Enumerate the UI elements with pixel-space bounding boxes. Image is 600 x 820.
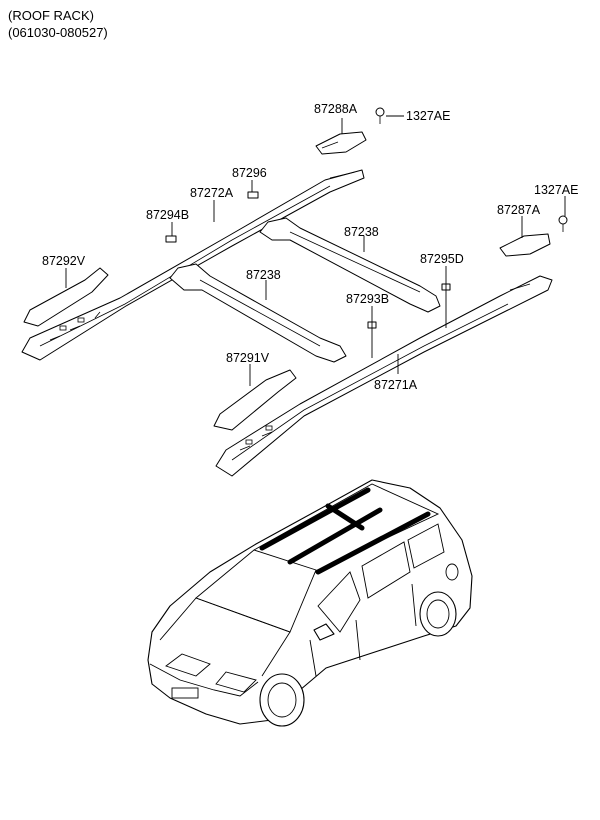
leader-lines <box>65 115 566 386</box>
crossbar-front-87238 <box>169 263 347 363</box>
label-87291v: 87291V <box>226 351 270 365</box>
front-right-cover-87291v <box>213 369 297 431</box>
car-illustration <box>147 479 473 727</box>
label-87271a: 87271A <box>374 378 418 392</box>
clip-87296 <box>247 191 259 199</box>
front-left-cover-87292v <box>23 267 109 327</box>
diagram-title: (ROOF RACK) <box>8 8 94 23</box>
label-87272a: 87272A <box>190 186 234 200</box>
rear-left-cover-87288a <box>315 131 367 155</box>
label-1327ae-lower: 1327AE <box>534 183 578 197</box>
crossbar-rear-87238 <box>259 217 441 313</box>
clip-87294b <box>165 235 177 243</box>
screw-1327ae-upper <box>375 107 385 124</box>
label-87238-front: 87238 <box>246 268 281 282</box>
label-87294b: 87294B <box>146 208 189 222</box>
label-87238-rear: 87238 <box>344 225 379 239</box>
label-87295d: 87295D <box>420 252 464 266</box>
label-87293b: 87293B <box>346 292 389 306</box>
label-87296: 87296 <box>232 166 267 180</box>
label-1327ae-upper: 1327AE <box>406 109 450 123</box>
right-roof-rail <box>215 275 553 477</box>
label-87292v: 87292V <box>42 254 86 268</box>
label-87288a: 87288A <box>314 102 358 116</box>
label-87287a: 87287A <box>497 203 541 217</box>
screw-1327ae-lower <box>558 215 568 232</box>
rear-right-cover-87287a <box>499 233 551 257</box>
diagram-date-range: (061030-080527) <box>8 25 108 40</box>
